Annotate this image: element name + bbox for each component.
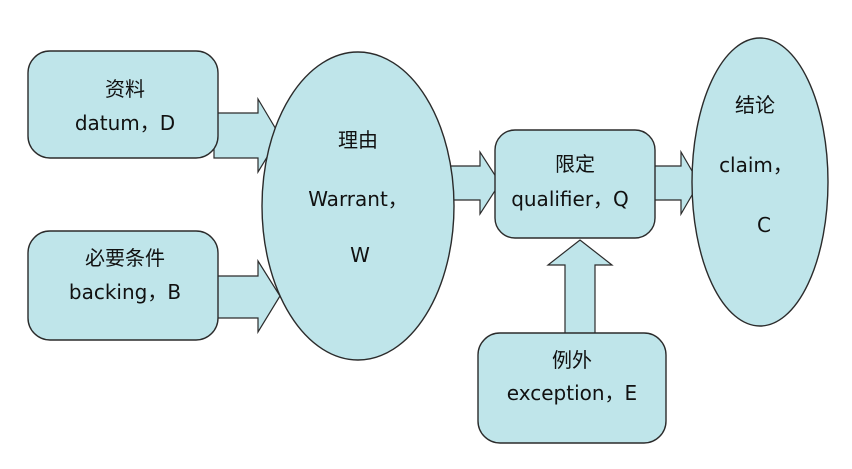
datum-sublabel: datum，D [75,111,175,135]
exception-box [477,332,667,444]
datum-box [27,50,219,159]
arrow-exception-to-qualifier [546,239,614,338]
backing-sublabel: backing，B [69,280,181,304]
arrow-backing-to-warrant [213,258,281,335]
warrant-label: 理由 [338,128,378,152]
backing-label: 必要条件 [85,246,165,270]
backing-box [27,230,219,341]
qualifier-label: 限定 [555,152,595,176]
claim-ellipse [691,37,829,327]
exception-sublabel: exception，E [507,381,637,405]
exception-label: 例外 [552,348,592,372]
claim-sublabel: claim， [719,153,793,177]
qualifier-sublabel: qualifier，Q [511,187,629,211]
claim-label: 结论 [735,93,775,117]
warrant-sublabel: Warrant， [308,187,408,211]
claim-symbol: C [757,213,771,237]
warrant-symbol: W [350,243,370,267]
arrow-warrant-to-qualifier [446,149,501,217]
qualifier-box [494,129,656,239]
datum-label: 资料 [105,77,145,101]
warrant-ellipse [261,51,455,361]
